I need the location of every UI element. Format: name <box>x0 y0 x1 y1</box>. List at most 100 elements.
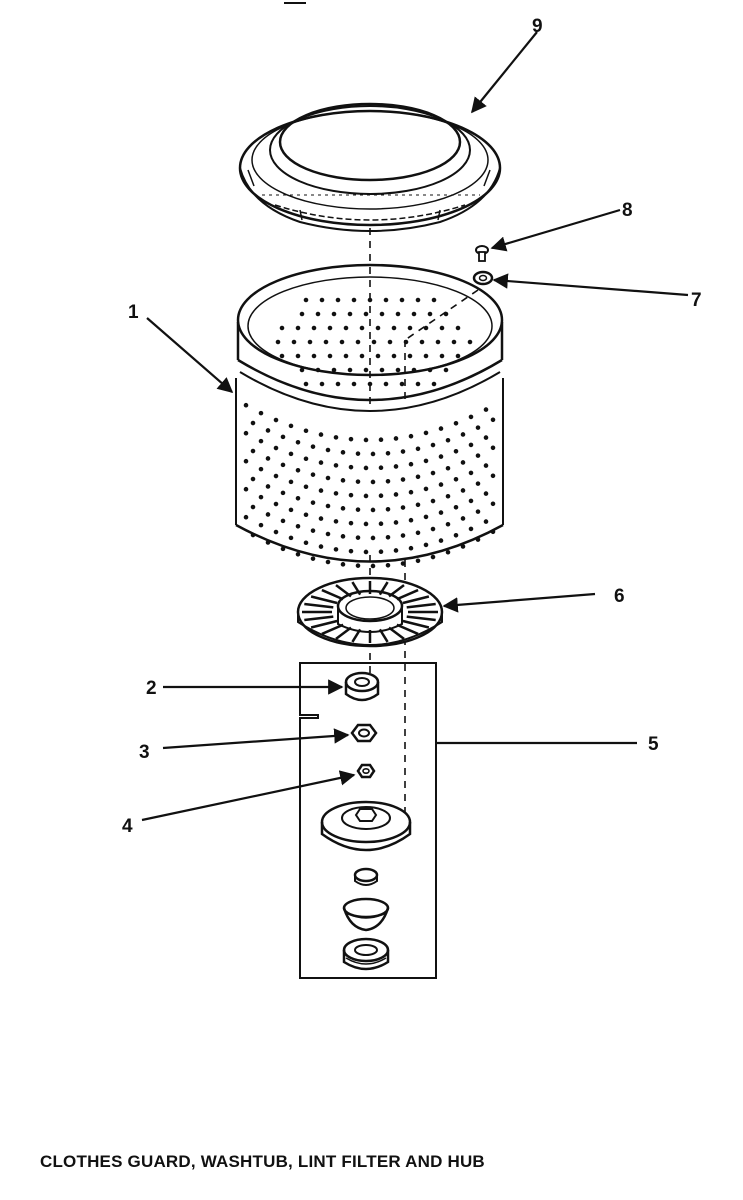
tub-hole <box>411 367 417 373</box>
tub-hole <box>265 540 271 545</box>
tub-hole <box>460 544 466 549</box>
tub-hole <box>318 516 324 521</box>
tub-hole <box>250 476 256 482</box>
tub-hole <box>419 339 425 345</box>
tub-hole <box>348 492 354 498</box>
tub-hole <box>453 532 459 538</box>
tub-hole <box>340 506 346 511</box>
callout-9: 9 <box>532 16 543 37</box>
tub-hole <box>347 367 353 373</box>
tub-hole <box>379 367 385 373</box>
tub-hole <box>280 546 286 552</box>
tub-hole <box>319 381 325 387</box>
tub-hole <box>333 547 339 552</box>
tub-hole <box>423 458 429 464</box>
tub-hole <box>475 453 481 458</box>
tub-hole <box>490 417 496 423</box>
tub-hole <box>273 529 279 535</box>
tub-hole <box>443 367 449 373</box>
tub-hole <box>295 523 301 529</box>
filter-vane <box>402 595 430 605</box>
tub-hole <box>363 437 369 443</box>
tub-hole <box>355 563 361 568</box>
tub-hole <box>453 448 459 454</box>
filter-vane <box>406 615 436 622</box>
tub-hole <box>243 486 249 492</box>
tub-hole <box>407 325 413 331</box>
tub-hole <box>363 311 369 317</box>
tub-hole <box>378 549 384 555</box>
tub-hole <box>393 520 399 525</box>
tub-hole <box>455 325 461 331</box>
hub-cup <box>342 897 390 932</box>
tub-hole <box>315 311 321 317</box>
tub-hole <box>273 445 279 451</box>
tub-hole <box>303 540 309 546</box>
tub-hole <box>393 464 399 469</box>
tub-hole <box>243 514 249 520</box>
tub-hole <box>378 465 384 471</box>
tub-hole <box>370 451 376 457</box>
tub-hole <box>288 451 294 457</box>
tub-hole <box>483 435 489 440</box>
tub-hole <box>411 311 417 317</box>
tub-hole <box>331 311 337 317</box>
hub-bracket-notch <box>299 663 318 716</box>
tub-hole <box>423 542 429 548</box>
tub-hole <box>483 463 489 468</box>
tub-hole <box>455 353 461 359</box>
tub-hole <box>445 437 451 443</box>
tub-hole <box>363 367 369 373</box>
tub-hole <box>415 381 421 387</box>
lint-filter-vanes <box>302 581 438 643</box>
filter-vane <box>378 581 389 596</box>
tub-hole <box>430 470 436 476</box>
tub-hole <box>375 325 381 331</box>
tub-hole <box>400 561 406 566</box>
filter-vane <box>396 623 419 636</box>
tub-hole <box>439 325 445 331</box>
tub-hole <box>265 428 271 433</box>
tub-hole <box>307 339 313 345</box>
tub-hole <box>258 466 264 472</box>
tub-hole <box>475 537 481 542</box>
tub-perforations <box>243 297 496 569</box>
tub-hole <box>340 534 346 539</box>
tub-hole <box>339 339 345 345</box>
tub-hole <box>385 450 391 456</box>
callout-2: 2 <box>146 678 157 699</box>
tub-hole <box>453 420 459 426</box>
tub-hole <box>400 505 406 510</box>
tub-hole <box>319 297 325 303</box>
tub-hole <box>295 495 301 501</box>
tub-hole <box>490 501 496 507</box>
tub-hole <box>400 533 406 538</box>
tub-hole <box>318 488 324 493</box>
tub-hole <box>475 481 481 486</box>
tub-hole <box>438 482 444 487</box>
filter-vane <box>378 628 389 643</box>
tub-hole <box>310 500 316 505</box>
tub-hole <box>303 381 309 387</box>
tub-hole <box>299 367 305 373</box>
tub-hole <box>453 476 459 482</box>
tub-hole <box>288 535 294 541</box>
tub-hole <box>303 428 309 434</box>
tub-hole <box>280 490 286 496</box>
tub-hole <box>323 339 329 345</box>
tub-hole <box>348 436 354 442</box>
tub-hole <box>379 311 385 317</box>
callout-4: 4 <box>122 816 133 837</box>
callout-3: 3 <box>139 742 150 763</box>
tub-hole <box>423 430 429 436</box>
tub-hole <box>310 528 316 533</box>
tub-hole <box>275 339 281 345</box>
tub-hole <box>415 530 421 536</box>
tub-hole <box>467 339 473 345</box>
tub-hole <box>327 353 333 359</box>
tub-hole <box>325 559 331 565</box>
washer <box>472 270 494 286</box>
tub-hole <box>468 414 474 420</box>
tub-hole <box>451 339 457 345</box>
leader-3 <box>162 728 350 750</box>
